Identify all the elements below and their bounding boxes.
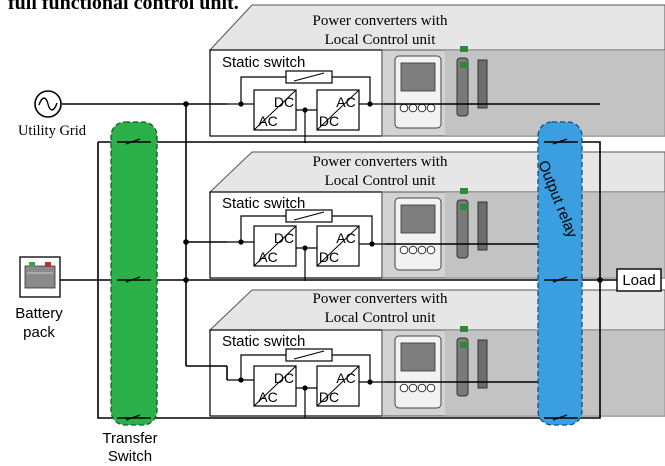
battery-label-line1: Battery — [15, 305, 63, 322]
svg-text:DC: DC — [274, 370, 294, 386]
static-switch-label: Static switch — [222, 195, 305, 212]
unit-title-line1: Power converters with — [313, 154, 448, 170]
unit-title-line2: Local Control unit — [325, 173, 437, 189]
svg-text:DC: DC — [319, 113, 339, 129]
svg-text:AC: AC — [336, 230, 355, 246]
svg-text:AC: AC — [336, 370, 355, 386]
svg-text:DC: DC — [319, 249, 339, 265]
battery-pack — [19, 256, 61, 298]
unit-title-line1: Power converters with — [313, 13, 448, 29]
battery-label-line2: pack — [23, 324, 55, 341]
unit-title-line1: Power converters with — [313, 291, 448, 307]
svg-text:DC: DC — [319, 389, 339, 405]
load-box — [616, 268, 662, 292]
unit-title-line2: Local Control unit — [325, 32, 437, 48]
header-fragment: full functional control unit. — [8, 0, 239, 14]
svg-text:AC: AC — [258, 113, 277, 129]
battery-icon — [24, 265, 56, 289]
load-label: Load — [622, 272, 655, 289]
transfer-switch-label-line2: Switch — [108, 448, 152, 465]
transfer-switch-label-line1: Transfer — [102, 430, 157, 447]
lcd-display — [400, 342, 436, 372]
static-switch-label: Static switch — [222, 333, 305, 350]
unit-title-line2: Local Control unit — [325, 310, 437, 326]
utility-grid-source — [34, 90, 62, 118]
svg-text:DC: DC — [274, 94, 294, 110]
output-relay — [537, 121, 583, 426]
lcd-display — [400, 62, 436, 92]
svg-text:AC: AC — [258, 389, 277, 405]
static-switch-label: Static switch — [222, 54, 305, 71]
svg-text:AC: AC — [258, 249, 277, 265]
transfer-switch-contacts — [117, 138, 151, 421]
output-relay-contacts — [544, 138, 578, 421]
svg-text:AC: AC — [336, 94, 355, 110]
utility-grid-label: Utility Grid — [18, 123, 87, 139]
converter-unit-2: Power converters with Local Control unit… — [208, 151, 665, 281]
lcd-display — [400, 204, 436, 234]
converter-unit-1: Power converters with Local Control unit… — [208, 4, 665, 143]
svg-text:DC: DC — [274, 230, 294, 246]
transfer-switch — [110, 121, 158, 426]
converter-unit-3: Power converters with Local Control unit… — [208, 289, 665, 418]
